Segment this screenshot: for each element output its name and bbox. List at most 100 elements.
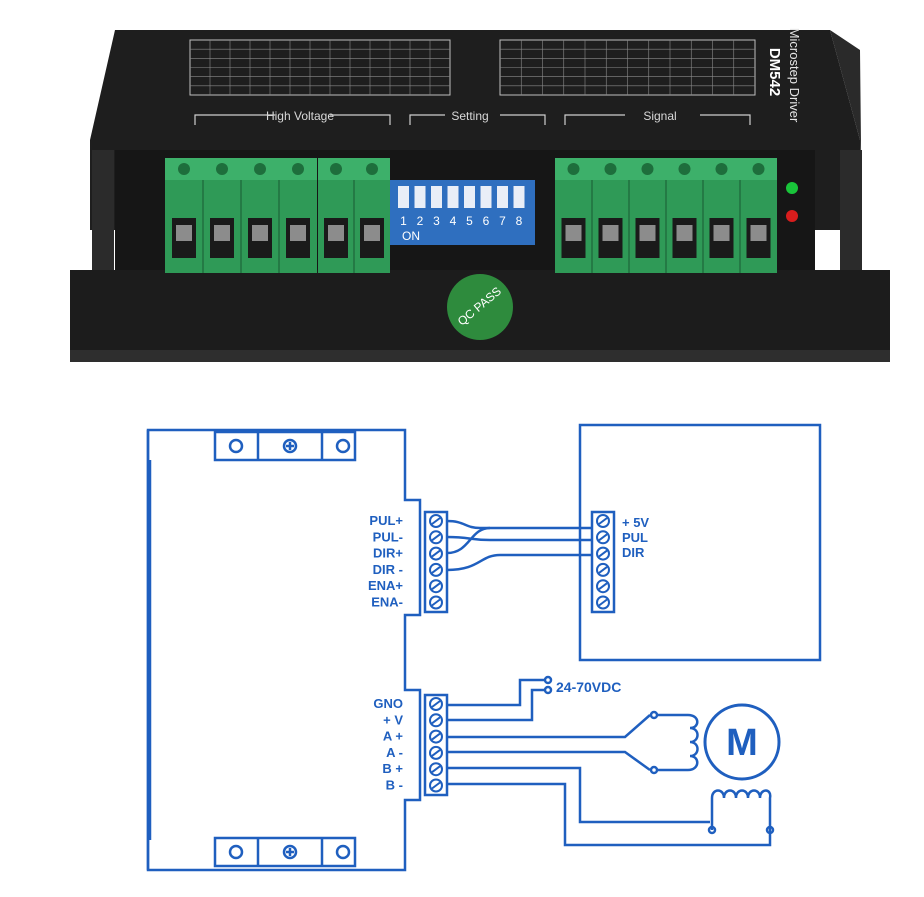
pin-label: A - — [386, 745, 403, 760]
wire-gnd — [447, 678, 545, 707]
dip-number: 3 — [433, 214, 440, 228]
section-high-voltage: High Voltage — [266, 109, 334, 123]
dip-number: 8 — [516, 214, 523, 228]
screw-terminal — [596, 562, 610, 577]
wire-b-minus — [447, 782, 772, 847]
screw-terminal — [429, 562, 443, 577]
dip-key — [464, 186, 475, 208]
right-flange — [840, 150, 862, 270]
pin-label: DIR — [622, 545, 645, 560]
terminal-clamp — [364, 225, 380, 241]
driver-outline — [146, 428, 422, 872]
dip-key — [480, 186, 492, 208]
pin-label: PUL+ — [369, 513, 403, 528]
pin-label: GNO — [373, 696, 403, 711]
dip-number: 6 — [483, 214, 490, 228]
terminal-clamp — [176, 225, 192, 241]
dip-key — [497, 186, 508, 208]
screw-terminal — [596, 546, 610, 561]
microstep-table — [499, 39, 756, 96]
terminal-screw-hole — [715, 163, 728, 175]
device-model: DM542 — [766, 48, 783, 96]
wire-a-minus — [447, 750, 651, 772]
screw-slot — [431, 582, 441, 591]
screw-slot — [598, 533, 608, 542]
dip-key — [414, 186, 426, 208]
motor-coil-a — [657, 713, 699, 772]
pin-label: B - — [386, 778, 403, 793]
device-title: Microstep Driver — [787, 28, 802, 123]
wire-vplus — [447, 688, 545, 722]
dip-key — [447, 186, 459, 208]
terminal-screw-hole — [216, 163, 228, 175]
dip-number: 7 — [499, 214, 506, 228]
wire-pul-minus — [446, 535, 592, 542]
screw-terminal — [596, 530, 610, 545]
section-setting: Setting — [451, 109, 488, 123]
wiring-diagram: PUL+PUL-DIR+DIR -ENA+ENA- GNO+ VA +A -B … — [146, 423, 822, 872]
pin-label: PUL — [622, 530, 648, 545]
led-red — [786, 210, 798, 222]
screw-slot — [431, 749, 441, 757]
screw-slot — [431, 781, 441, 790]
pin-label: B + — [382, 761, 403, 776]
terminal-screw-hole — [604, 163, 617, 175]
terminal-screw-hole — [678, 163, 691, 175]
screw-terminal — [429, 595, 443, 610]
screw-slot — [431, 716, 441, 725]
dip-on-label: ON — [402, 229, 420, 243]
screw-terminal — [429, 778, 443, 793]
pin-label: ENA+ — [368, 578, 403, 593]
screw-terminal — [429, 579, 443, 594]
current-table — [189, 39, 451, 96]
motor-icon — [703, 703, 781, 781]
terminal-screw-hole — [641, 163, 654, 175]
terminal-clamp — [639, 225, 656, 241]
screw-terminal — [596, 595, 610, 610]
controller-terminal — [590, 510, 616, 614]
screw-slot — [598, 598, 608, 607]
screw-slot — [431, 517, 441, 525]
wire-dir-plus — [446, 526, 491, 555]
pin-label: PUL- — [373, 529, 403, 544]
screw-slot — [431, 549, 441, 558]
screw-slot — [598, 566, 608, 574]
terminal-screw-hole — [366, 163, 378, 175]
supply-label: 24-70VDC — [556, 679, 621, 695]
screw-terminal — [596, 579, 610, 594]
wire-dir-minus — [446, 553, 592, 572]
driver-photo: Microstep Driver DM542 High Voltage Sett… — [70, 28, 890, 362]
terminal-clamp — [750, 225, 767, 241]
dip-number: 1 — [400, 214, 407, 228]
screw-slot — [598, 549, 608, 558]
qc-pass-sticker — [447, 274, 513, 340]
motor-label: M — [726, 722, 758, 764]
screw-terminal — [596, 514, 610, 528]
terminal-clamp — [565, 225, 582, 241]
bottom-mount-bar — [213, 836, 357, 868]
terminal-screw-hole — [752, 163, 765, 175]
wire-a-plus — [447, 714, 651, 739]
section-brackets — [194, 114, 751, 125]
screw-terminal — [429, 546, 443, 561]
terminal-clamp — [328, 225, 344, 241]
terminal-screw-hole — [567, 163, 580, 175]
terminal-block-motor — [165, 158, 317, 273]
controller-box — [578, 423, 822, 662]
screw-slot — [431, 598, 441, 607]
terminal-clamp — [713, 225, 730, 241]
terminal-screw-hole — [330, 163, 342, 175]
screw-terminal — [429, 713, 443, 728]
screw-terminal — [429, 762, 443, 777]
pin-label: + V — [383, 712, 403, 727]
screw-slot — [431, 765, 441, 774]
terminal-block-signal — [555, 158, 777, 273]
terminal-clamp — [214, 225, 230, 241]
driver-right-side — [830, 30, 862, 240]
dip-number: 5 — [466, 214, 473, 228]
screw-terminal — [429, 729, 443, 744]
top-mount-bar — [213, 430, 357, 462]
terminal-screw-hole — [254, 163, 266, 175]
pin-label: + 5V — [622, 515, 649, 530]
